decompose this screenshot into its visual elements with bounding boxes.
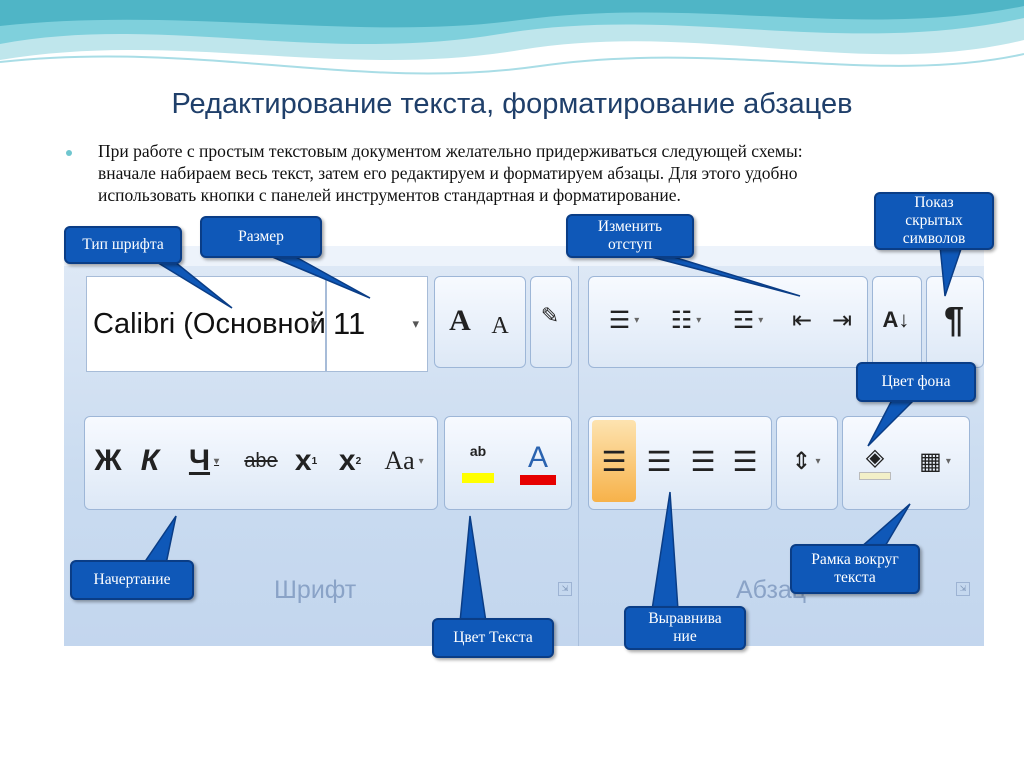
font-color-button[interactable]: A — [510, 428, 566, 498]
multilevel-list-icon: ☲ — [732, 306, 755, 334]
clear-format-button[interactable]: ✎ — [530, 286, 570, 346]
border-icon: ▦ — [919, 447, 942, 475]
increase-indent-icon: ⇥ — [831, 306, 853, 334]
font-color-label: A — [527, 441, 548, 474]
clear-format-group — [530, 276, 572, 368]
numbered-list-icon: ☷ — [670, 306, 693, 334]
justify-button[interactable]: ☰ — [724, 424, 766, 498]
italic-label: К — [140, 444, 160, 477]
border-button[interactable]: ▦▾ — [906, 424, 964, 498]
header-waves — [0, 0, 1024, 75]
bullet-paragraph: При работе с простым текстовым документо… — [98, 140, 958, 206]
font-name-combo[interactable]: Calibri (Основной тек ▾ — [86, 276, 326, 372]
sort-group — [872, 276, 922, 368]
font-color-swatch — [520, 475, 556, 485]
dialog-launcher-icon[interactable]: ⇲ — [558, 582, 572, 596]
highlight-color-button[interactable]: ab — [450, 428, 506, 498]
chevron-down-icon: ▾ — [418, 455, 424, 467]
chevron-down-icon: ▾ — [412, 316, 419, 331]
numbering-button[interactable]: ☷▾ — [656, 288, 716, 352]
shading-border-group — [842, 416, 970, 510]
multilevel-list-button[interactable]: ☲▾ — [718, 288, 778, 352]
chevron-down-icon: ▾ — [815, 455, 821, 467]
bullet-line: использовать кнопки с панелей инструмент… — [98, 185, 681, 205]
chevron-down-icon: ▾ — [696, 314, 702, 326]
font-group-label: Шрифт — [274, 576, 357, 604]
bullets-button[interactable]: ☰▾ — [594, 288, 654, 352]
highlight-color-swatch — [462, 473, 494, 483]
line-spacing-button[interactable]: ⇕▾ — [776, 424, 836, 498]
pilcrow-icon: ¶ — [943, 299, 965, 340]
subscript-label: x — [294, 444, 312, 477]
callout-border: Рамка вокруг текста — [790, 544, 920, 594]
bold-label: Ж — [94, 444, 122, 477]
decrease-indent-button[interactable]: ⇤ — [782, 288, 822, 352]
shrink-font-button[interactable]: A — [480, 296, 520, 356]
italic-button[interactable]: К — [132, 431, 168, 491]
align-right-button[interactable]: ☰ — [682, 424, 724, 498]
align-left-button[interactable]: ☰ — [592, 420, 636, 502]
paint-bucket-icon: ◈ — [865, 443, 885, 471]
bullet-line: вначале набираем весь текст, затем его р… — [98, 163, 798, 183]
bullet-icon — [66, 150, 72, 156]
chevron-down-icon: ▾ — [634, 314, 640, 326]
align-right-icon: ☰ — [690, 445, 716, 477]
show-hidden-button[interactable]: ¶ — [926, 288, 982, 352]
font-size-combo[interactable]: 11 ▾ — [326, 276, 428, 372]
font-style-group — [84, 416, 438, 510]
align-left-icon: ☰ — [601, 445, 627, 477]
callout-size: Размер — [200, 216, 322, 258]
grow-font-button[interactable]: A — [440, 291, 480, 351]
increase-indent-button[interactable]: ⇥ — [822, 288, 862, 352]
chevron-down-icon: ▾ — [758, 314, 764, 326]
chevron-down-icon: ▾ — [214, 455, 220, 467]
callout-indent: Изменить отступ — [566, 214, 694, 258]
callout-font-type: Тип шрифта — [64, 226, 182, 264]
align-center-button[interactable]: ☰ — [638, 424, 680, 498]
callout-show-hidden: Показ скрытых символов — [874, 192, 994, 250]
underline-label: Ч — [188, 444, 211, 477]
line-spacing-group — [776, 416, 838, 510]
justify-icon: ☰ — [732, 445, 758, 477]
dialog-launcher-icon[interactable]: ⇲ — [956, 582, 970, 596]
decrease-indent-icon: ⇤ — [791, 306, 813, 334]
callout-alignment: Выравнива ние — [624, 606, 746, 650]
line-spacing-icon: ⇕ — [791, 447, 812, 475]
align-center-icon: ☰ — [646, 445, 672, 477]
case-label: Aa — [384, 446, 415, 475]
callout-bg-color: Цвет фона — [856, 362, 976, 402]
chevron-down-icon: ▾ — [310, 316, 317, 331]
shrink-font-label: A — [491, 312, 509, 339]
callout-style: Начертание — [70, 560, 194, 600]
group-divider — [578, 266, 579, 646]
font-size-value: 11 — [333, 306, 366, 341]
slide-title: Редактирование текста, форматирование аб… — [171, 88, 853, 120]
eraser-icon: ✎ — [540, 303, 560, 328]
chevron-down-icon: ▾ — [945, 455, 951, 467]
color-group — [444, 416, 572, 510]
bullet-list-icon: ☰ — [608, 306, 631, 334]
sort-button[interactable]: А↓ — [872, 288, 920, 352]
underline-button[interactable]: Ч▾ — [176, 431, 232, 491]
shading-swatch — [859, 471, 891, 480]
font-grow-group — [434, 276, 526, 368]
strike-label: abe — [244, 449, 278, 472]
font-name-value: Calibri (Основной тек — [93, 307, 326, 340]
change-case-button[interactable]: Aa▾ — [376, 431, 432, 491]
sort-label: А↓ — [882, 307, 910, 332]
superscript-label: x — [338, 444, 356, 477]
callout-text-color: Цвет Текста — [432, 618, 554, 658]
bullet-line: При работе с простым текстовым документо… — [98, 141, 803, 161]
grow-font-label: A — [449, 304, 471, 337]
strikethrough-button[interactable]: abe — [240, 431, 282, 491]
shading-button[interactable]: ◈ — [846, 424, 904, 498]
bold-button[interactable]: Ж — [90, 431, 126, 491]
highlight-label: ab — [469, 443, 487, 459]
